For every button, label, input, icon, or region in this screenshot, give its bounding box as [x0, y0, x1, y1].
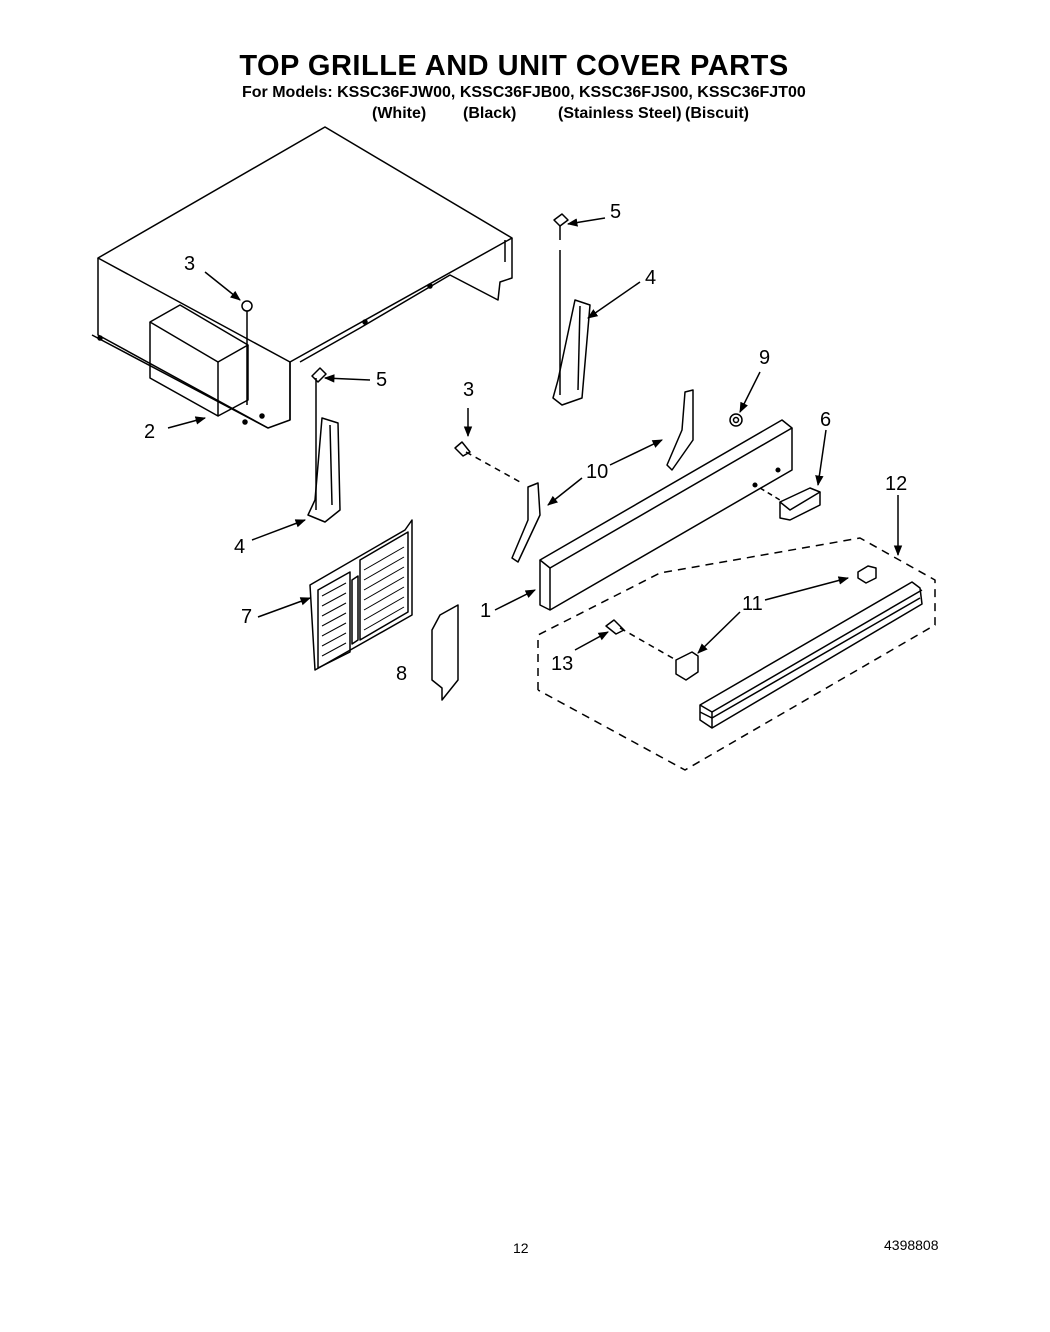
screw-part-13 — [605, 619, 625, 635]
callout-11: 11 — [742, 593, 763, 615]
screw-part-5b — [553, 213, 569, 240]
bracket-part-10b — [666, 389, 694, 471]
grille-part-7 — [309, 519, 413, 671]
screw-part-3b — [454, 441, 521, 483]
callout-9: 9 — [759, 347, 771, 369]
callout-3-cover-screw: 3 — [184, 253, 196, 275]
clip-part-11a — [857, 565, 877, 584]
page-number: 12 — [513, 1240, 529, 1256]
variant-stainless: (Stainless Steel) — [558, 105, 682, 122]
callout-7: 7 — [241, 606, 253, 628]
callout-4-lower: 4 — [234, 536, 246, 558]
bracket-part-10a — [511, 482, 541, 563]
page-title: TOP GRILLE AND UNIT COVER PARTS — [239, 50, 789, 82]
clip-part-11b — [619, 627, 699, 681]
models-line: For Models: KSSC36FJW00, KSSC36FJB00, KS… — [242, 84, 806, 101]
variant-biscuit: (Biscuit) — [685, 105, 749, 122]
electrical-box-part — [149, 304, 249, 417]
callout-6: 6 — [820, 409, 832, 431]
callout-1: 1 — [480, 600, 492, 622]
document-number: 4398808 — [884, 1237, 939, 1253]
callout-5-lower: 5 — [376, 369, 388, 391]
bracket-part-4a — [552, 250, 591, 406]
callout-4-upper: 4 — [645, 267, 657, 289]
front-panel-part — [539, 419, 793, 611]
trim-part-12 — [699, 581, 923, 729]
callout-5-upper: 5 — [610, 201, 622, 223]
screw-part-3a — [241, 300, 253, 405]
leader-lines — [167, 217, 903, 654]
callout-2: 2 — [144, 421, 156, 443]
kit-outline-part-12 — [537, 537, 936, 771]
variant-white: (White) — [372, 105, 427, 122]
callout-12: 12 — [885, 473, 908, 495]
variant-black: (Black) — [463, 105, 517, 122]
callout-10: 10 — [586, 461, 609, 483]
callout-3-panel-screw: 3 — [463, 379, 475, 401]
badge-part-6 — [759, 487, 821, 521]
plate-part-8 — [431, 604, 459, 701]
callout-8: 8 — [396, 663, 408, 685]
callout-13: 13 — [551, 653, 574, 675]
screw-part-5a — [311, 367, 327, 395]
unit-cover-part — [91, 126, 513, 429]
bracket-part-4b — [307, 395, 341, 523]
nut-part-9 — [729, 413, 743, 427]
